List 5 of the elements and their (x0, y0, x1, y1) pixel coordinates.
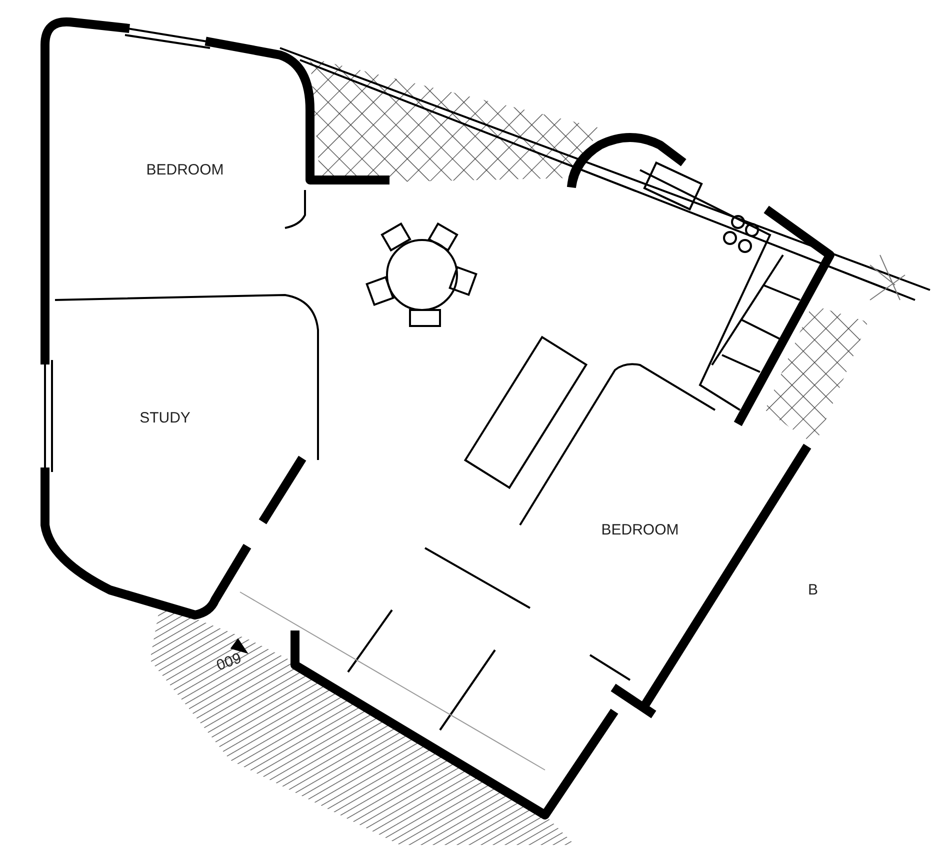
room-label: BEDROOM (146, 162, 224, 178)
room-label: BEDROOM (601, 522, 679, 538)
room-label: STUDY (140, 410, 190, 426)
section-mark: B (808, 582, 818, 598)
dimension-label: 009 (214, 650, 244, 674)
